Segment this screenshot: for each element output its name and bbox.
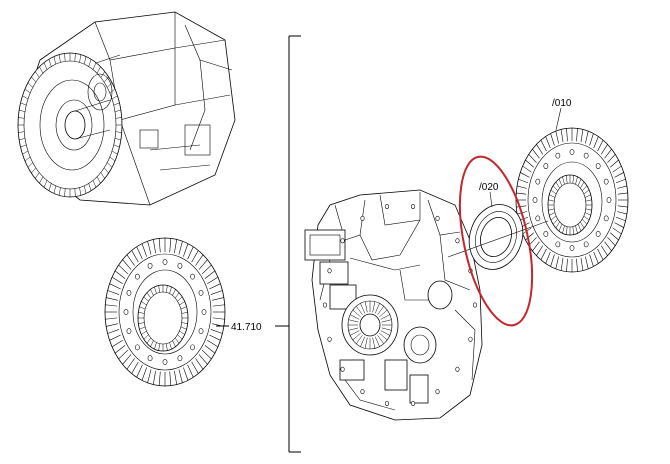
gearbox-icon	[17, 11, 236, 206]
assembly-bracket	[216, 35, 301, 453]
part-010-label[interactable]: /010	[552, 98, 572, 109]
part-020-label[interactable]: /020	[479, 182, 499, 193]
housing-icon	[304, 189, 483, 421]
highlight-ellipse	[458, 155, 534, 327]
assembly-ref-label[interactable]: 41.710	[231, 322, 262, 333]
clutch-disc-icon	[104, 237, 226, 387]
leader-020	[489, 191, 493, 208]
leader-010	[555, 107, 562, 131]
clutch-disc-icon	[515, 127, 629, 273]
washer-icon	[468, 204, 524, 270]
